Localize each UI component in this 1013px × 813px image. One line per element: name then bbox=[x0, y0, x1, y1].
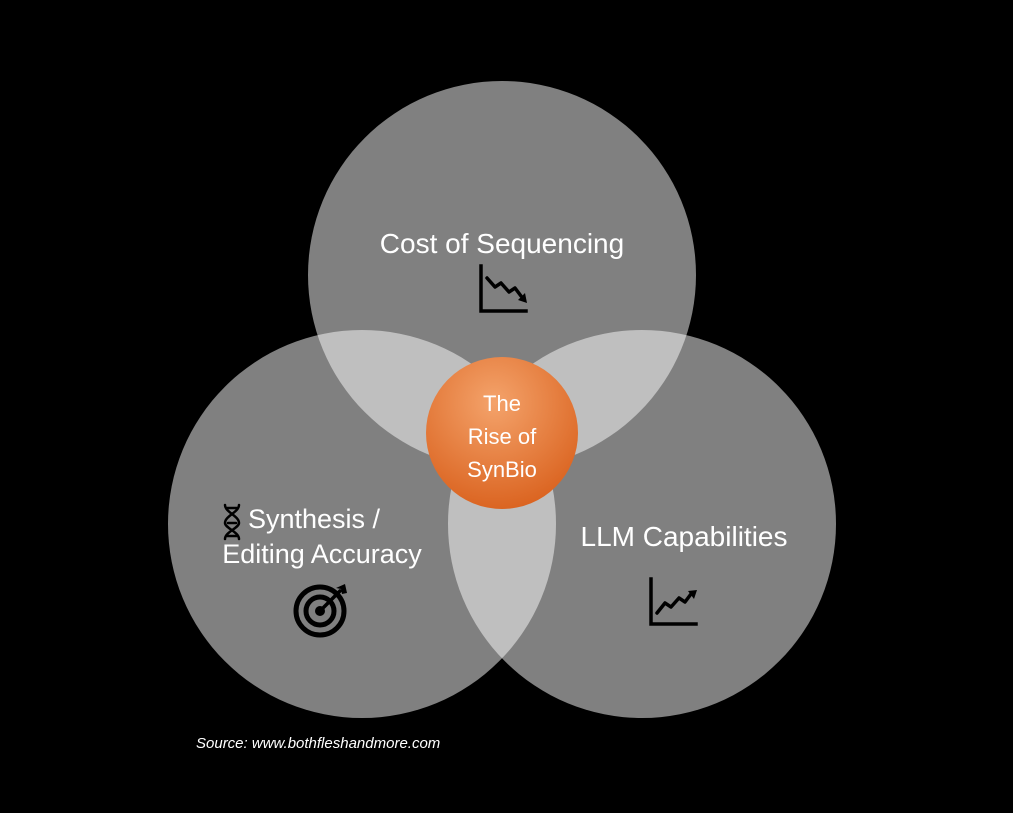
label-synthesis-line-2: Editing Accuracy bbox=[222, 539, 422, 569]
label-llm-capabilities: LLM Capabilities bbox=[581, 521, 788, 552]
trend-down-chart-icon bbox=[479, 264, 528, 313]
center-label-line-1: The bbox=[483, 391, 521, 416]
dna-icon bbox=[223, 503, 241, 541]
center-label-line-2: Rise of bbox=[468, 424, 537, 449]
trend-up-chart-icon bbox=[649, 577, 698, 626]
label-synthesis-line-1: Synthesis / bbox=[248, 504, 381, 534]
source-caption: Source: www.bothfleshandmore.com bbox=[196, 735, 441, 752]
center-circle bbox=[426, 357, 578, 509]
label-cost-of-sequencing: Cost of Sequencing bbox=[380, 228, 624, 259]
target-icon bbox=[293, 584, 347, 638]
center-label-line-3: SynBio bbox=[467, 457, 537, 482]
